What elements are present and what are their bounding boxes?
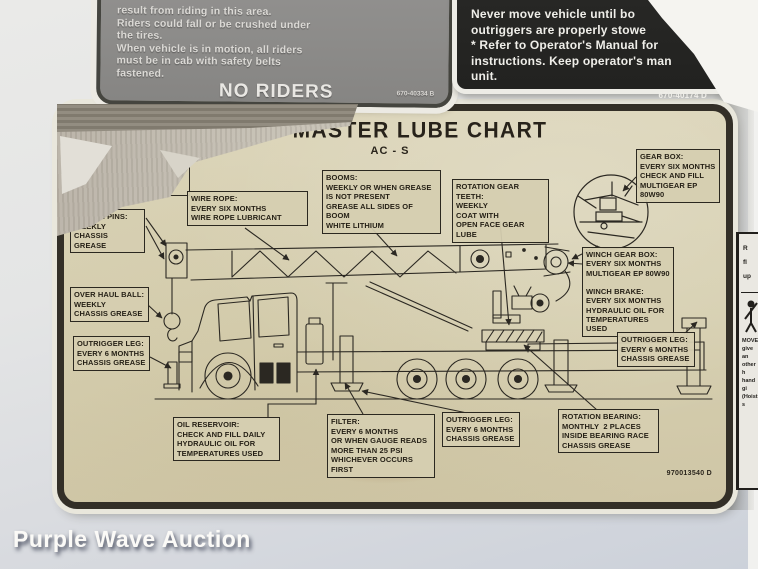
sign-text-fragments-bottom: MOVE give an other h hand gi (Hoist s [742,338,758,408]
never-move-sticker: Never move vehicle until bo outriggers a… [452,0,738,100]
no-riders-sticker: result from riding in this area. Riders … [96,0,454,108]
lube-label-booms: BOOMS: WEEKLY OR WHEN GREASE IS NOT PRES… [322,170,441,234]
lube-label-over-haul-ball: OVER HAUL BALL: WEEKLY CHASSIS GREASE [70,287,149,322]
lube-label-wire-rope: WIRE ROPE: EVERY SIX MONTHS WIRE ROPE LU… [187,191,308,226]
no-riders-text: result from riding in this area. Riders … [116,4,311,80]
signal-figure-icon [744,300,758,333]
hand-signal-sign-partial: R fl up MOVE give an other h hand gi (Ho… [736,232,758,490]
never-move-text: Never move vehicle until bo outriggers a… [471,7,672,84]
sign-text-fragments-top: R fl up [743,245,751,280]
watermark: Purple Wave Auction [13,526,251,552]
no-riders-heading-row: NO RIDERS 670-40334 B [116,80,436,102]
lube-label-filter: FILTER: EVERY 6 MONTHS OR WHEN GAUGE REA… [327,414,435,478]
chart-part-number: 970013540 D [666,470,712,477]
sign-divider [741,292,758,293]
lube-label-gear-box: GEAR BOX: EVERY SIX MONTHS CHECK AND FIL… [636,149,720,203]
never-move-part-number: 670-40174 D [658,90,707,100]
chart-subtitle: AC - S [370,145,410,157]
chart-title: MASTER LUBE CHART [292,118,548,143]
torn-label-fragment: RED [150,157,190,196]
no-riders-heading: NO RIDERS [218,79,334,103]
lube-label-oil-reservoir: OIL RESERVOIR: CHECK AND FILL DAILY HYDR… [173,417,280,462]
no-riders-part-number: 670-40334 B [396,89,435,98]
lube-label-rotation-gear-teeth: ROTATION GEAR TEETH: WEEKLY COAT WITH OP… [452,179,549,243]
lube-label-outrigger-left: OUTRIGGER LEG: EVERY 6 MONTHS CHASSIS GR… [73,336,150,371]
lube-label-outrigger-right: OUTRIGGER LEG: EVERY 6 MONTHS CHASSIS GR… [617,332,695,367]
lube-label-rotation-bearing: ROTATION BEARING: MONTHLY 2 PLACES INSID… [558,409,659,454]
lube-label-winch-gear-box: WINCH GEAR BOX: EVERY SIX MONTHS MULTIGE… [582,247,674,337]
lube-label-sheave-pins: SHEAVE PINS: WEEKLY CHASSIS GREASE [70,209,145,254]
lube-label-outrigger-bottom: OUTRIGGER LEG: EVERY 6 MONTHS CHASSIS GR… [442,412,520,447]
